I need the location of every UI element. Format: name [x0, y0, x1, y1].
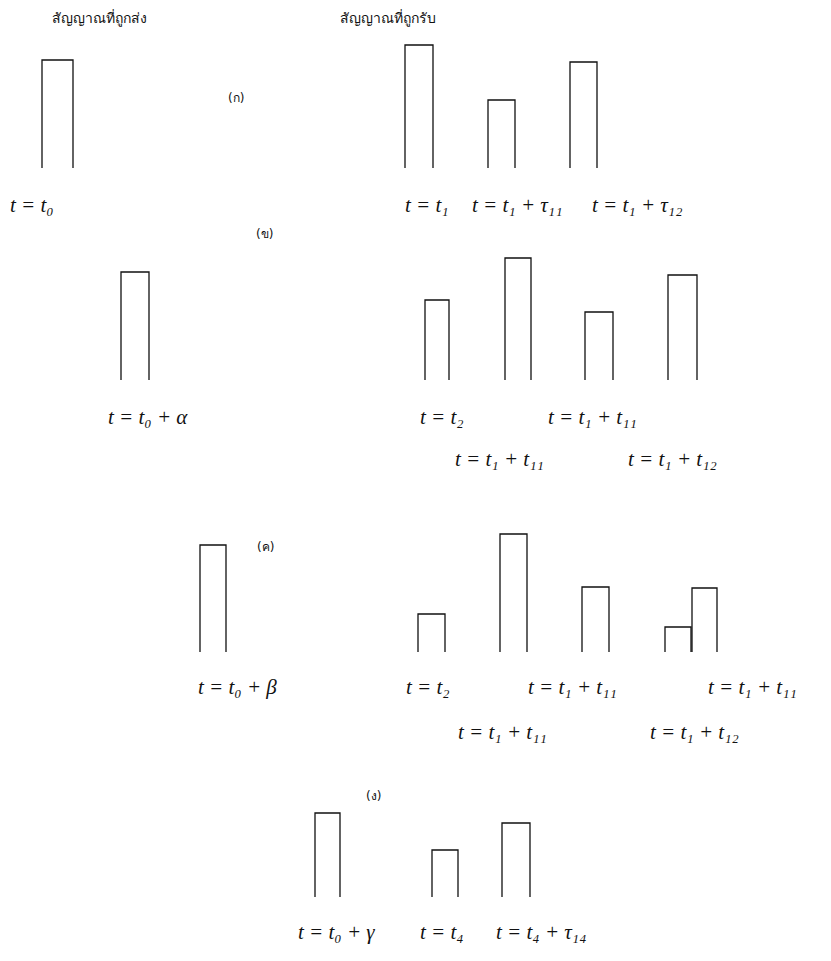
time-label: t = t₁ + t₁₁: [548, 405, 637, 429]
time-label: t = t₁ + t₁₁: [455, 447, 544, 471]
time-label: t = t₂: [420, 405, 464, 429]
received-pulse: [570, 62, 597, 168]
time-label: t = t₁ + τ₁₂: [592, 193, 682, 217]
time-label: t = t₀ + β: [198, 675, 277, 699]
time-label: t = t₀: [10, 193, 54, 217]
time-label: t = t₁ + t₁₁: [528, 675, 617, 699]
time-label: t = t₁: [405, 193, 449, 217]
case-tag: (ข): [256, 228, 273, 242]
time-label: t = t₄: [420, 920, 464, 944]
transmitted-pulse: [315, 813, 340, 897]
case-tag: (ค): [257, 541, 274, 555]
case-tag: (ก): [228, 92, 244, 106]
received-pulse: [432, 850, 458, 897]
time-label: t = t₄ + τ₁₄: [496, 920, 586, 944]
time-label: t = t₀ + α: [108, 405, 187, 429]
case-tag: (ง): [366, 790, 381, 804]
time-label: t = t₂: [406, 675, 450, 699]
time-label: t = t₁ + τ₁₁: [472, 193, 562, 217]
received-pulse: [405, 45, 433, 168]
time-label: t = t₁ + t₁₁: [708, 675, 797, 699]
received-pulse: [668, 275, 697, 380]
column-heading: สัญญาณที่ถูกรับ: [340, 10, 436, 26]
transmitted-pulse: [121, 272, 149, 380]
time-label: t = t₁ + t₁₂: [650, 720, 739, 744]
received-pulse: [488, 100, 515, 168]
received-pulse: [425, 300, 449, 380]
received-pulse: [665, 627, 691, 652]
time-label: t = t₁ + t₁₂: [628, 447, 717, 471]
received-pulse: [500, 534, 527, 652]
time-label: t = t₁ + t₁₁: [458, 720, 547, 744]
transmitted-pulse: [200, 545, 226, 652]
column-heading: สัญญาณที่ถูกส่ง: [52, 10, 147, 26]
transmitted-pulse: [42, 60, 73, 168]
received-pulse: [502, 823, 530, 897]
received-pulse: [585, 312, 613, 380]
received-pulse: [692, 588, 717, 652]
received-pulse: [418, 614, 445, 652]
received-pulse: [582, 587, 609, 652]
received-pulse: [505, 258, 531, 380]
time-label: t = t₀ + γ: [298, 920, 375, 944]
